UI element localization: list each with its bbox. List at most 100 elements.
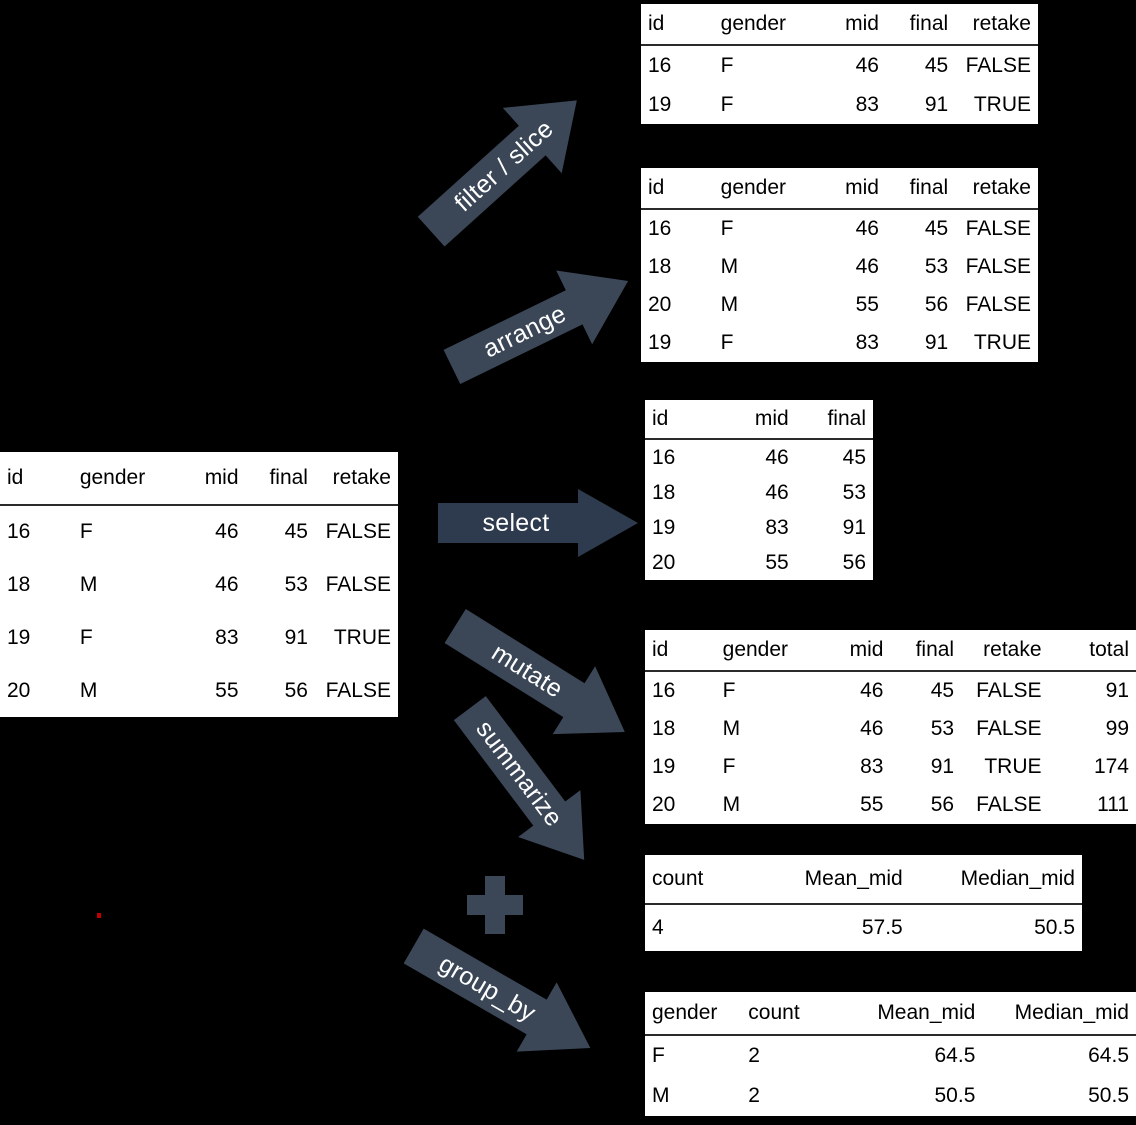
cell-final: 56 <box>795 545 873 580</box>
table-header-row: gender count Mean_mid Median_mid <box>645 992 1136 1036</box>
cell-final: 45 <box>795 439 873 475</box>
table-row: 19 F 83 91 TRUE 174 <box>645 748 1136 786</box>
cell-gender: F <box>72 611 173 665</box>
column-header-mid: mid <box>718 400 796 440</box>
table-header-row: id gender mid final retake <box>0 452 398 506</box>
cell-mid: 83 <box>815 748 891 786</box>
column-header-retake: retake <box>955 168 1038 210</box>
table-row: 16 F 46 45 FALSE <box>641 45 1038 85</box>
cell-total: 99 <box>1048 710 1136 748</box>
cell-final: 91 <box>885 324 956 362</box>
table-row: 20 M 55 56 FALSE <box>0 664 398 717</box>
column-header-count: count <box>645 855 746 905</box>
table-row: 20 M 55 56 FALSE 111 <box>645 786 1136 824</box>
column-header-gender: gender <box>72 452 173 506</box>
cell-final: 45 <box>245 505 315 559</box>
cell-id: 19 <box>645 748 716 786</box>
cell-mid: 83 <box>813 85 886 124</box>
cell-mean-mid: 50.5 <box>837 1076 983 1116</box>
summarize-arrow: summarize <box>439 685 616 884</box>
cell-final: 56 <box>890 786 962 824</box>
cell-id: 16 <box>641 209 714 248</box>
cell-mid: 46 <box>815 671 891 710</box>
cell-id: 20 <box>641 286 714 324</box>
column-header-count: count <box>741 992 838 1036</box>
cell-id: 18 <box>645 710 716 748</box>
cell-mid: 46 <box>813 209 886 248</box>
column-header-median-mid: Median_mid <box>909 855 1082 905</box>
cell-mid: 46 <box>815 710 891 748</box>
cell-retake: TRUE <box>955 324 1038 362</box>
column-header-gender: gender <box>645 992 742 1036</box>
cell-total: 91 <box>1048 671 1136 710</box>
cell-gender: F <box>713 324 814 362</box>
cell-final: 91 <box>795 510 873 545</box>
arrange-result-table: id gender mid final retake 16 F 46 45 FA… <box>641 168 1038 362</box>
table-header-row: id mid final <box>645 400 873 440</box>
summarize-result-table: count Mean_mid Median_mid 4 57.5 50.5 <box>645 855 1082 951</box>
groupby-result-table: gender count Mean_mid Median_mid F 2 64.… <box>645 992 1136 1116</box>
table-row: 20 55 56 <box>645 545 873 580</box>
table-header-row: id gender mid final retake <box>641 4 1038 46</box>
column-header-final: final <box>795 400 873 440</box>
table-row: M 2 50.5 50.5 <box>645 1076 1136 1116</box>
filter-result-table: id gender mid final retake 16 F 46 45 FA… <box>641 4 1038 124</box>
cell-retake: TRUE <box>314 611 398 665</box>
cell-gender: M <box>715 710 816 748</box>
cell-retake: FALSE <box>955 248 1038 286</box>
cell-gender: F <box>715 671 816 710</box>
cell-id: 18 <box>641 248 714 286</box>
arrow-shape-icon <box>453 696 585 860</box>
cell-gender: M <box>713 248 814 286</box>
cell-mid: 55 <box>813 286 886 324</box>
table-row: 19 83 91 <box>645 510 873 545</box>
cell-mid: 55 <box>172 664 246 717</box>
table-row: 16 46 45 <box>645 439 873 475</box>
column-header-total: total <box>1048 630 1136 672</box>
column-header-retake: retake <box>314 452 398 506</box>
select-result-table: id mid final 16 46 45 18 46 53 19 <box>645 400 873 580</box>
cell-retake: TRUE <box>961 748 1049 786</box>
cell-mid: 46 <box>718 439 796 475</box>
mutate-result-table: id gender mid final retake total 16 F 46… <box>645 630 1136 824</box>
column-header-final: final <box>885 4 956 46</box>
arrow-shape-icon <box>403 928 591 1052</box>
column-header-final: final <box>890 630 962 672</box>
cell-gender: M <box>72 664 173 717</box>
table-row: 20 M 55 56 FALSE <box>641 286 1038 324</box>
cell-retake: FALSE <box>955 286 1038 324</box>
cell-mid: 46 <box>718 475 796 510</box>
cell-median-mid: 50.5 <box>982 1076 1136 1116</box>
table-header-row: id gender mid final retake total <box>645 630 1136 672</box>
cell-mid: 55 <box>815 786 891 824</box>
arrow-shape-icon <box>444 609 625 735</box>
cell-gender: F <box>715 748 816 786</box>
column-header-retake: retake <box>961 630 1049 672</box>
cell-id: 19 <box>641 85 714 124</box>
cell-gender: M <box>645 1076 742 1116</box>
cell-mid: 46 <box>813 248 886 286</box>
cell-mid: 83 <box>172 611 246 665</box>
column-header-final: final <box>885 168 956 210</box>
column-header-median-mid: Median_mid <box>982 992 1136 1036</box>
cell-id: 16 <box>645 439 719 475</box>
column-header-id: id <box>645 630 716 672</box>
column-header-gender: gender <box>713 4 814 46</box>
column-header-gender: gender <box>713 168 814 210</box>
select-arrow: select <box>438 489 638 557</box>
cell-final: 56 <box>245 664 315 717</box>
cell-final: 53 <box>885 248 956 286</box>
cell-final: 56 <box>885 286 956 324</box>
plus-icon <box>467 876 523 934</box>
column-header-retake: retake <box>955 4 1038 46</box>
column-header-mean-mid: Mean_mid <box>745 855 910 905</box>
column-header-mid: mid <box>813 4 886 46</box>
filter-slice-arrow: filter / slice <box>402 68 607 265</box>
table-row: 18 M 46 53 FALSE <box>0 558 398 612</box>
cell-median-mid: 50.5 <box>909 904 1082 951</box>
cell-gender: F <box>713 45 814 85</box>
cell-final: 53 <box>795 475 873 510</box>
cell-mid: 46 <box>172 505 246 559</box>
cell-id: 19 <box>0 611 73 665</box>
